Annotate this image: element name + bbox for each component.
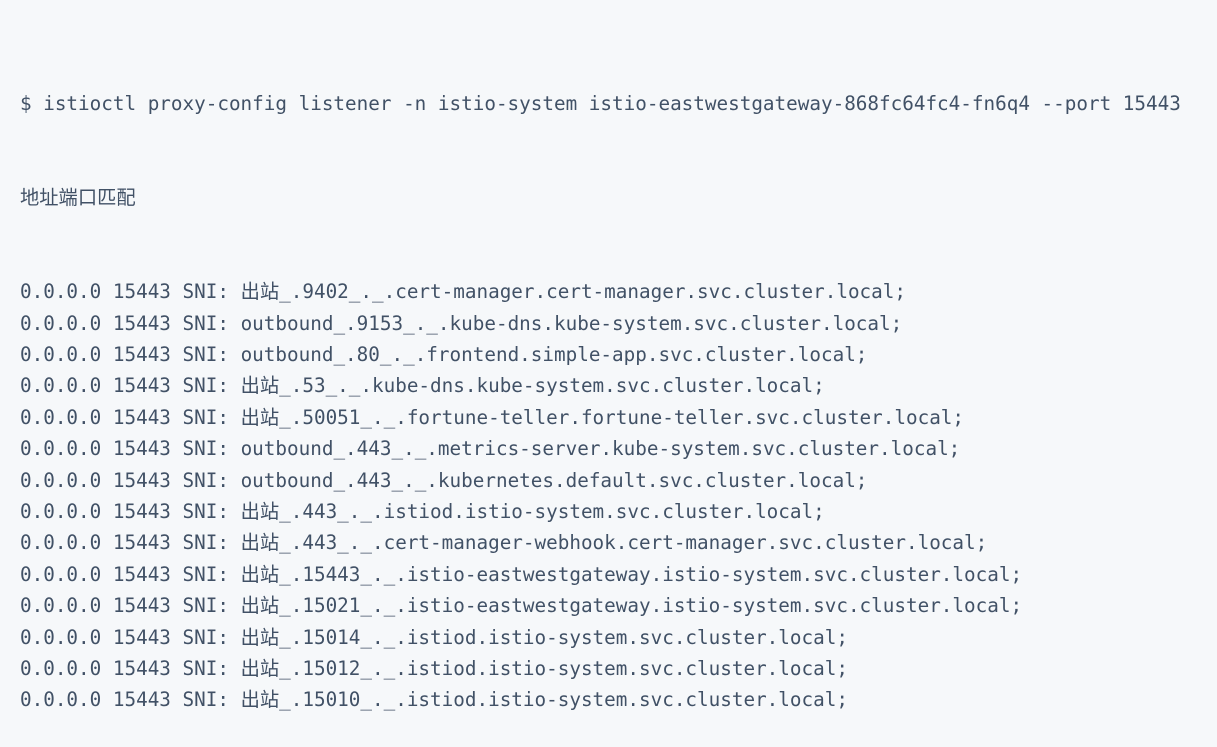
listener-row: 0.0.0.0 15443 SNI: 出站_.50051_._.fortune-…	[20, 402, 1199, 433]
match-cell: SNI: outbound_.443_._.kubernetes.default…	[182, 468, 868, 492]
port-cell: 15443	[112, 688, 171, 712]
listener-row: 0.0.0.0 15443 SNI: 出站_.15012_._.istiod.i…	[20, 653, 1199, 684]
listener-row: 0.0.0.0 15443 SNI: 出站_.53_._.kube-dns.ku…	[20, 370, 1199, 401]
match-cell: SNI: 出站_.15012_._.istiod.istio-system.sv…	[182, 656, 848, 680]
terminal-code-block: $ istioctl proxy-config listener -n isti…	[20, 91, 1181, 711]
match-cell: SNI: 出站_.9402_._.cert-manager.cert-manag…	[182, 280, 906, 304]
port-cell: 15443	[112, 374, 171, 398]
port-cell: 15443	[112, 625, 171, 649]
address-cell: 0.0.0.0	[20, 625, 102, 649]
port-cell: 15443	[112, 437, 171, 461]
port-cell: 15443	[112, 531, 171, 555]
address-cell: 0.0.0.0	[20, 311, 102, 335]
address-cell: 0.0.0.0	[20, 280, 102, 304]
match-cell: SNI: 出站_.15443_._.istio-eastwestgateway.…	[182, 562, 1023, 586]
listener-row: 0.0.0.0 15443 SNI: 出站_.443_._.istiod.ist…	[20, 496, 1199, 527]
port-cell: 15443	[112, 468, 171, 492]
port-cell: 15443	[112, 343, 171, 366]
listener-row: 0.0.0.0 15443 SNI: 出站_.15021_._.istio-ea…	[20, 590, 1199, 621]
match-cell: SNI: outbound_.443_._.metrics-server.kub…	[182, 437, 961, 461]
listener-row: 0.0.0.0 15443 SNI: 出站_.15443_._.istio-ea…	[20, 559, 1199, 590]
port-cell: 15443	[112, 280, 171, 304]
match-cell: SNI: 出站_.15021_._.istio-eastwestgateway.…	[182, 594, 1023, 618]
address-cell: 0.0.0.0	[20, 594, 102, 618]
match-cell: SNI: outbound_.80_._.frontend.simple-app…	[182, 343, 868, 366]
match-cell: SNI: 出站_.15010_._.istiod.istio-system.sv…	[182, 688, 848, 712]
address-cell: 0.0.0.0	[20, 468, 102, 492]
address-cell: 0.0.0.0	[20, 562, 102, 586]
listener-row: 0.0.0.0 15443 SNI: outbound_.80_._.front…	[20, 339, 1199, 370]
columns-header: 地址端口匹配	[20, 186, 136, 210]
listener-row: 0.0.0.0 15443 SNI: outbound_.443_._.kube…	[20, 465, 1199, 496]
match-cell: SNI: 出站_.443_._.cert-manager-webhook.cer…	[182, 531, 988, 555]
address-cell: 0.0.0.0	[20, 437, 102, 461]
port-cell: 15443	[112, 311, 171, 335]
match-cell: SNI: 出站_.50051_._.fortune-teller.fortune…	[182, 405, 965, 429]
address-cell: 0.0.0.0	[20, 688, 102, 712]
match-cell: SNI: 出站_.443_._.istiod.istio-system.svc.…	[182, 499, 825, 523]
port-cell: 15443	[112, 499, 171, 523]
port-cell: 15443	[112, 594, 171, 618]
listener-row: 0.0.0.0 15443 SNI: 出站_.9402_._.cert-mana…	[20, 276, 1199, 307]
listener-row: 0.0.0.0 15443 SNI: outbound_.9153_._.kub…	[20, 308, 1199, 339]
listener-row: 0.0.0.0 15443 SNI: 出站_.15010_._.istiod.i…	[20, 684, 1199, 715]
port-cell: 15443	[112, 656, 171, 680]
match-cell: SNI: outbound_.9153_._.kube-dns.kube-sys…	[182, 311, 903, 335]
address-cell: 0.0.0.0	[20, 343, 102, 366]
match-cell: SNI: 出站_.15014_._.istiod.istio-system.sv…	[182, 625, 848, 649]
address-cell: 0.0.0.0	[20, 405, 102, 429]
port-cell: 15443	[112, 405, 171, 429]
listener-rows: 0.0.0.0 15443 SNI: 出站_.9402_._.cert-mana…	[20, 276, 1199, 715]
address-cell: 0.0.0.0	[20, 374, 102, 398]
address-cell: 0.0.0.0	[20, 499, 102, 523]
port-cell: 15443	[112, 562, 171, 586]
address-cell: 0.0.0.0	[20, 656, 102, 680]
listener-row: 0.0.0.0 15443 SNI: outbound_.443_._.metr…	[20, 433, 1199, 464]
command-line: $ istioctl proxy-config listener -n isti…	[20, 91, 1181, 115]
match-cell: SNI: 出站_.53_._.kube-dns.kube-system.svc.…	[182, 374, 825, 398]
listener-row: 0.0.0.0 15443 SNI: 出站_.15014_._.istiod.i…	[20, 622, 1199, 653]
listener-row: 0.0.0.0 15443 SNI: 出站_.443_._.cert-manag…	[20, 527, 1199, 558]
address-cell: 0.0.0.0	[20, 531, 102, 555]
